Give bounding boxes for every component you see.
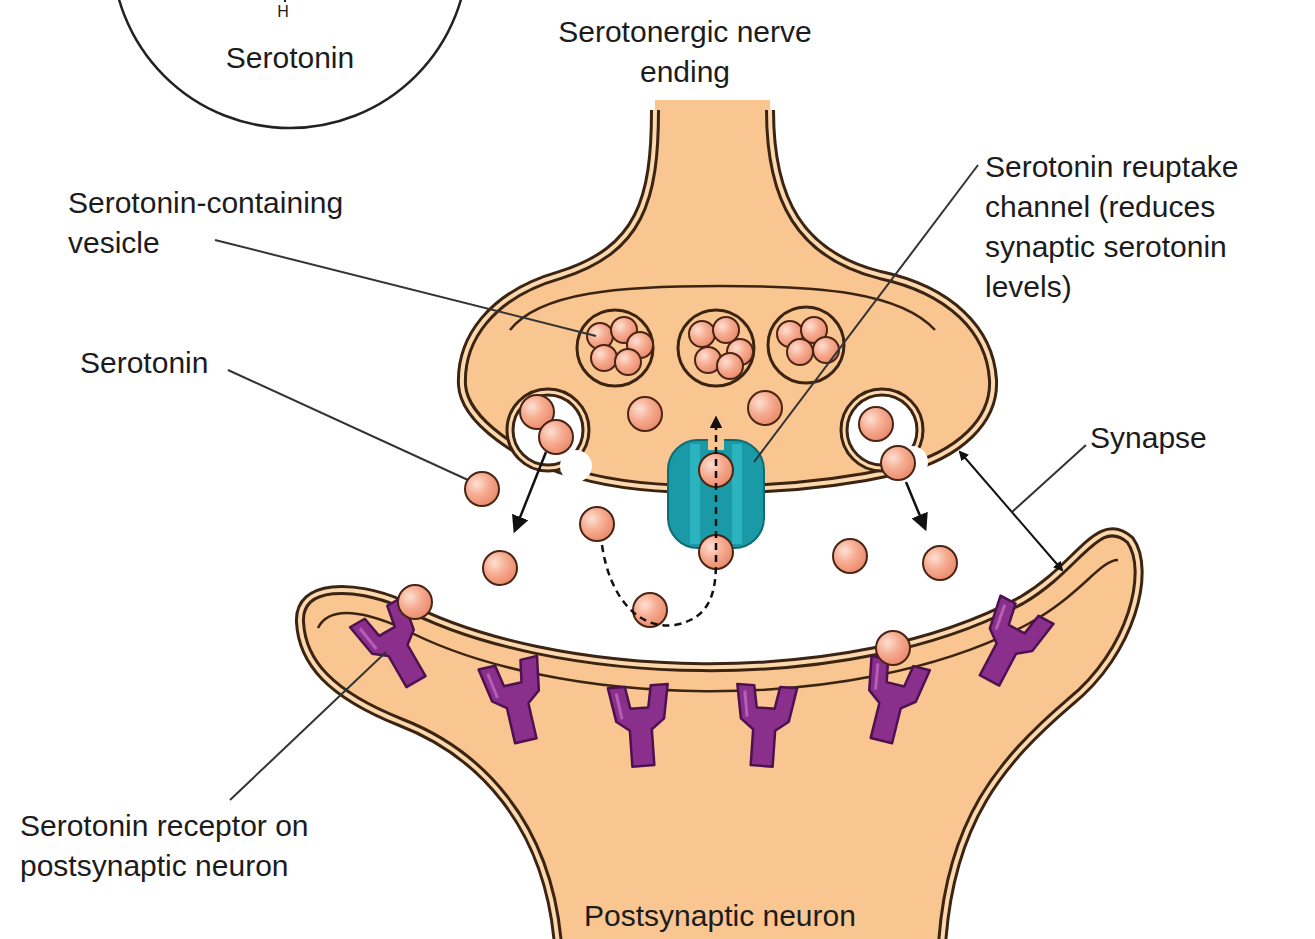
- part-label: Serotonin: [80, 346, 208, 379]
- part-label: Synapse: [1090, 421, 1207, 454]
- part-label: Serotonin reuptake channel (reduces syna…: [985, 150, 1239, 303]
- receptors: [350, 596, 1053, 768]
- presynaptic-terminal: [462, 100, 993, 489]
- structure-circle: Serotonin: [110, 0, 470, 130]
- synapse-gap-arrow: [960, 452, 1062, 570]
- label-box: Serotonin-containing vesicle: [68, 183, 413, 263]
- vesicles: [577, 307, 844, 386]
- serotonin-molecules: [398, 391, 957, 665]
- part-label: Postsynaptic neuron: [584, 899, 856, 932]
- vesicle-contents: [587, 317, 839, 379]
- label-box: Postsynaptic neuron: [480, 896, 960, 936]
- part-label: Serotonin receptor on postsynaptic neuro…: [20, 809, 309, 882]
- label-box: Synapse: [1090, 418, 1250, 458]
- label-box: Serotonin reuptake channel (reduces syna…: [985, 147, 1307, 307]
- flow-arrows: [515, 418, 925, 626]
- part-label: Serotonergic nerve ending: [558, 15, 811, 88]
- part-label: Serotonin-containing vesicle: [68, 186, 343, 259]
- atom-symbol: H: [277, 3, 289, 20]
- label-box: H: [271, 1, 295, 22]
- postsynaptic-body: [300, 532, 1139, 939]
- leader-lines: [215, 165, 1086, 800]
- label-box: Serotonin receptor on postsynaptic neuro…: [20, 806, 340, 886]
- molecule-name: Serotonin: [226, 38, 354, 78]
- label-box: Serotonergic nerve ending: [540, 12, 830, 92]
- label-box: Serotonin: [80, 343, 260, 383]
